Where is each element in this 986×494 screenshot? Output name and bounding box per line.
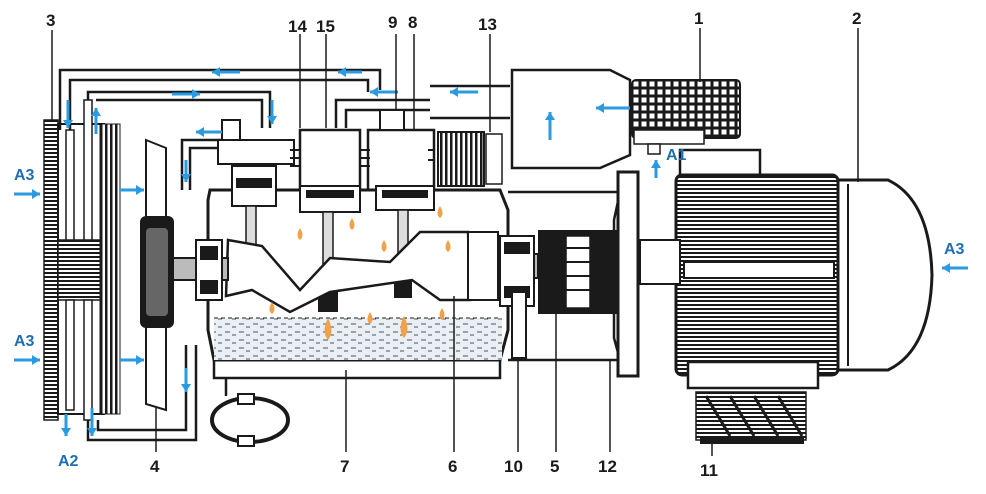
arrow-icon: [172, 89, 200, 99]
oil-drop-icon: [324, 318, 332, 340]
oil-droplets: [269, 206, 451, 340]
electric-motor: [639, 148, 934, 390]
arrow-icon: [63, 100, 73, 128]
label-13: 13: [478, 15, 497, 34]
label-9: 9: [388, 13, 397, 32]
oil-drop-icon: [439, 308, 445, 320]
arrow-icon: [181, 160, 191, 182]
arrow-icon: [651, 160, 661, 178]
cylinder-heads: [217, 109, 503, 192]
part-labels: 3 1 2 14 15 9 8 13 4 7 6 10 5 12 11: [46, 9, 861, 480]
arrow-icon: [61, 414, 71, 436]
oil-drop-icon: [437, 206, 443, 218]
arrow-icon: [120, 185, 144, 195]
arrow-icon: [120, 355, 144, 365]
label-12: 12: [598, 457, 617, 476]
air-flow-arrows: [14, 67, 968, 436]
arrow-icon: [267, 100, 277, 124]
arrow-icon: [196, 127, 222, 137]
oil-sight-loop: [210, 378, 290, 447]
oil-drop-icon: [400, 316, 408, 338]
label-6: 6: [448, 457, 457, 476]
arrow-icon: [545, 112, 555, 140]
oil-drop-icon: [445, 240, 451, 252]
label-a1: A1: [666, 147, 687, 164]
label-a3-left-bottom: A3: [14, 333, 35, 350]
label-a3-right: A3: [944, 241, 965, 258]
arrow-icon: [942, 263, 968, 273]
spring-mount: [695, 391, 807, 444]
label-a3-left-top: A3: [14, 167, 35, 184]
label-1: 1: [694, 9, 703, 28]
label-a2: A2: [58, 453, 79, 470]
coupling-and-bell-housing: [508, 170, 640, 378]
arrow-icon: [181, 368, 191, 392]
label-7: 7: [340, 457, 349, 476]
cooling-fan: [140, 138, 174, 412]
arrow-icon: [212, 67, 240, 77]
label-15: 15: [316, 17, 335, 36]
oil-drop-icon: [297, 228, 303, 240]
oil-drop-icon: [367, 312, 373, 324]
arrow-icon: [87, 408, 97, 436]
leader-lines: [51, 28, 859, 456]
label-4: 4: [150, 457, 160, 476]
label-8: 8: [408, 13, 417, 32]
arrow-icon: [596, 103, 630, 113]
arrow-icon: [450, 87, 478, 97]
label-11: 11: [700, 461, 718, 480]
label-3: 3: [46, 11, 55, 30]
oil-drop-icon: [381, 240, 387, 252]
cooler-radiator: [43, 99, 121, 421]
arrow-icon: [338, 67, 362, 77]
bearings: [195, 235, 535, 307]
label-10: 10: [504, 457, 523, 476]
air-intake-filter: [510, 68, 741, 170]
arrow-icon: [91, 108, 101, 134]
oil-drop-icon: [349, 218, 355, 230]
oil-drop-icon: [269, 302, 275, 314]
air-labels: A3 A3 A2 A1 A3: [14, 147, 965, 470]
arrow-icon: [14, 189, 40, 199]
label-5: 5: [550, 457, 559, 476]
label-14: 14: [288, 17, 307, 36]
label-2: 2: [852, 9, 861, 28]
arrow-icon: [14, 355, 40, 365]
arrow-icon: [370, 87, 398, 97]
